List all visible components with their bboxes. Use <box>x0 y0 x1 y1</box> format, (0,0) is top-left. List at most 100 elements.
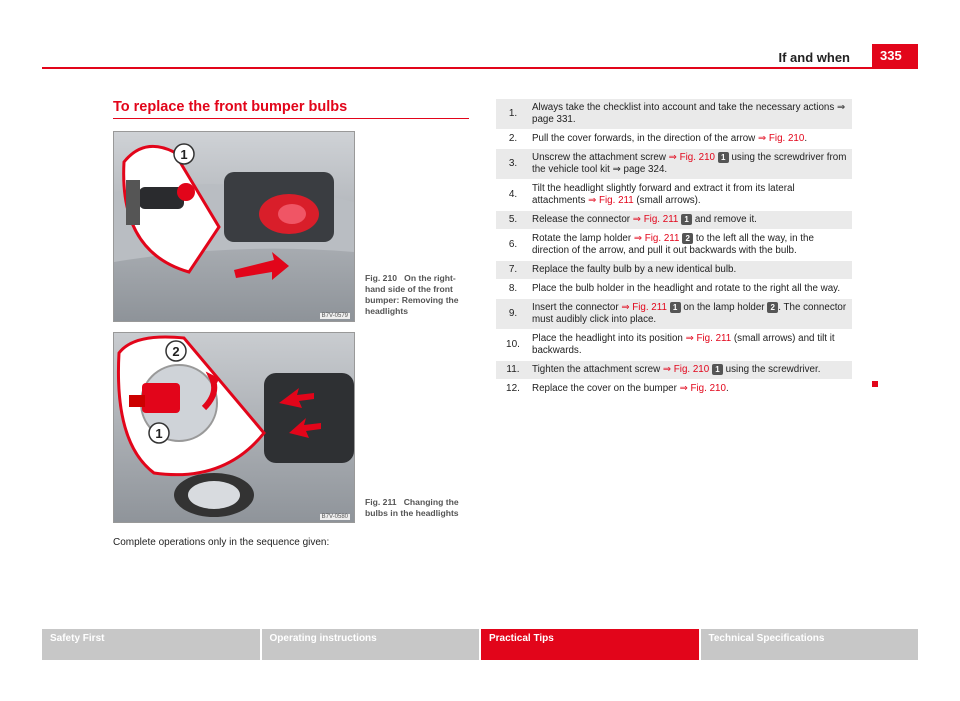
figure-link[interactable]: ⇒ Fig. 211 <box>633 233 680 245</box>
step-text: Tilt the headlight slightly forward and … <box>530 181 852 209</box>
section-divider <box>113 118 469 119</box>
step-number: 5. <box>508 214 518 226</box>
figure-link[interactable]: ⇒ Fig. 210 <box>662 364 710 376</box>
page-number: 335 <box>872 44 918 68</box>
figure-210-image: 1 B7V-0579 <box>113 131 355 322</box>
intro-text: Complete operations only in the sequence… <box>113 537 330 548</box>
step-row: 5. Release the connector ⇒ Fig. 211 1 and… <box>496 211 852 231</box>
caption-number: Fig. 211 <box>365 497 397 507</box>
caption-text: On the right-hand side of the front bump… <box>365 273 459 316</box>
step-text-segment: and remove it. <box>692 214 757 226</box>
step-text: Tighten the attachment screw ⇒ Fig. 210 … <box>530 362 852 378</box>
figure-link[interactable]: ⇒ Fig. 211 <box>685 333 732 345</box>
header-divider <box>42 67 918 69</box>
figure-211-image: 2 1 B7V-0580 <box>113 332 355 523</box>
step-number: 1. <box>508 108 518 119</box>
figure-link[interactable]: ⇒ Fig. 211 <box>588 195 634 207</box>
section-heading: To replace the front bumper bulbs <box>113 99 348 115</box>
step-text: Unscrew the attachment screw ⇒ Fig. 210 … <box>530 150 852 178</box>
step-text-segment: Always take the checklist into account a… <box>532 102 846 125</box>
step-text: Place the bulb holder in the headlight a… <box>530 281 852 297</box>
step-text-segment: (small arrows). <box>633 195 701 207</box>
step-text-segment: on the lamp holder <box>680 302 768 314</box>
figure-link[interactable]: ⇒ Fig. 211 <box>632 214 679 226</box>
step-number: 4. <box>508 189 518 201</box>
step-number: 11. <box>506 364 520 376</box>
page-title: If and when <box>778 50 851 65</box>
footer-tab[interactable]: Technical Specifications <box>700 629 918 660</box>
callout-badge: 1 <box>681 214 693 226</box>
callout-2: 2 <box>172 344 179 359</box>
step-text: Release the connector ⇒ Fig. 211 1 and r… <box>530 212 852 228</box>
callout-badge: 1 <box>717 152 729 163</box>
callout-badge: 2 <box>767 302 779 314</box>
step-number: 3. <box>508 158 518 170</box>
step-text-segment: Pull the cover forwards, in the directio… <box>532 133 758 144</box>
step-number: 12. <box>506 383 520 395</box>
step-text-segment: . The connector must audibly click into … <box>532 302 847 326</box>
step-row: 4. Tilt the headlight slightly forward an… <box>496 180 852 212</box>
step-text-segment: . <box>804 133 808 144</box>
step-text-segment: using the screwdriver from the vehicle t… <box>532 152 847 176</box>
steps-table: 1. Always take the checklist into account… <box>496 99 852 400</box>
caption-number: Fig. 210 <box>365 273 397 283</box>
step-row: 2. Pull the cover forwards, in the direct… <box>496 130 852 149</box>
step-text: Insert the connector ⇒ Fig. 211 1 on the… <box>530 300 852 328</box>
step-text-segment: Unscrew the attachment screw <box>532 152 669 164</box>
step-row: 10. Place the headlight into its position… <box>496 330 852 362</box>
figure-210-caption: Fig. 210 On the right-hand side of the f… <box>365 273 469 317</box>
step-text: Replace the faulty bulb by a new identic… <box>530 262 852 278</box>
step-text: Pull the cover forwards, in the directio… <box>530 131 852 147</box>
footer-tab[interactable]: Operating instructions <box>261 629 481 660</box>
step-row: 1. Always take the checklist into account… <box>496 99 852 130</box>
footer-tab[interactable]: Safety First <box>42 629 262 660</box>
step-text-segment: to the left all the way, in the directio… <box>532 233 814 257</box>
step-text-segment: Tilt the headlight slightly forward and … <box>532 183 795 207</box>
callout-badge: 1 <box>711 364 723 376</box>
step-number: 7. <box>508 264 518 276</box>
step-text-segment: . <box>725 383 729 395</box>
footer-tab[interactable]: Practical Tips <box>481 629 701 660</box>
step-row: 8. Place the bulb holder in the headlight… <box>496 280 852 300</box>
page-header: If and when 335 <box>0 0 960 70</box>
callout-badge: 1 <box>669 302 681 314</box>
step-text: Rotate the lamp holder ⇒ Fig. 211 2 to t… <box>530 231 852 259</box>
figure-211-caption: Fig. 211 Changing the bulbs in the headl… <box>365 497 469 519</box>
step-text-segment: Insert the connector <box>532 302 622 314</box>
figure-link[interactable]: ⇒ Fig. 210 <box>668 152 716 164</box>
callout-1: 1 <box>155 426 162 441</box>
step-number: 10. <box>506 339 520 351</box>
step-row: 9. Insert the connector ⇒ Fig. 211 1 on t… <box>496 299 852 331</box>
figure-link[interactable]: ⇒ Fig. 210 <box>757 133 805 144</box>
step-text-segment: Release the connector <box>532 214 633 226</box>
step-number: 9. <box>508 308 518 320</box>
step-text-segment: Rotate the lamp holder <box>532 233 634 245</box>
step-row: 11. Tighten the attachment screw ⇒ Fig. 2… <box>496 361 852 381</box>
step-text-segment: (small arrows) and tilt it backwards. <box>532 333 835 357</box>
step-text-segment: using the screwdriver. <box>722 364 821 376</box>
end-of-section-marker <box>872 381 878 387</box>
step-row: 7. Replace the faulty bulb by a new ident… <box>496 261 852 281</box>
step-text-segment: Replace the cover on the bumper <box>532 383 680 395</box>
figure-code: B7V-0579 <box>319 313 350 319</box>
step-text-segment: Place the bulb holder in the headlight a… <box>532 283 841 295</box>
step-text-segment: Tighten the attachment screw <box>532 364 663 376</box>
step-row: 6. Rotate the lamp holder ⇒ Fig. 211 2 to… <box>496 230 852 262</box>
step-text-segment: Place the headlight into its position <box>532 333 686 345</box>
step-text: Always take the checklist into account a… <box>530 100 852 128</box>
step-text: Replace the cover on the bumper ⇒ Fig. 2… <box>530 381 852 397</box>
figure-link[interactable]: ⇒ Fig. 210 <box>679 383 726 395</box>
step-row: 12. Replace the cover on the bumper ⇒ Fig… <box>496 380 852 400</box>
step-number: 8. <box>508 283 518 295</box>
callout-1: 1 <box>180 147 187 162</box>
step-row: 3. Unscrew the attachment screw ⇒ Fig. 21… <box>496 149 852 181</box>
caption-text: Changing the bulbs in the headlights <box>365 497 459 518</box>
step-number: 2. <box>508 133 518 144</box>
step-text-segment: Replace the faulty bulb by a new identic… <box>532 264 737 276</box>
step-number: 6. <box>508 239 518 251</box>
figure-link[interactable]: ⇒ Fig. 211 <box>621 302 667 314</box>
figure-code: B7V-0580 <box>319 514 350 520</box>
step-text: Place the headlight into its position ⇒ … <box>530 331 852 359</box>
callout-badge: 2 <box>682 233 694 245</box>
